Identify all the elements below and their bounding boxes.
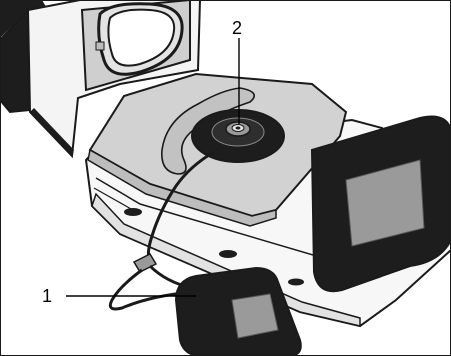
instrument-lid — [0, 0, 202, 159]
sample-sensor-dish — [191, 109, 285, 163]
callout-label-1: 1 — [42, 286, 52, 306]
handheld-module — [174, 266, 302, 356]
display-panel — [310, 115, 451, 293]
callout-label-2: 2 — [232, 18, 242, 38]
